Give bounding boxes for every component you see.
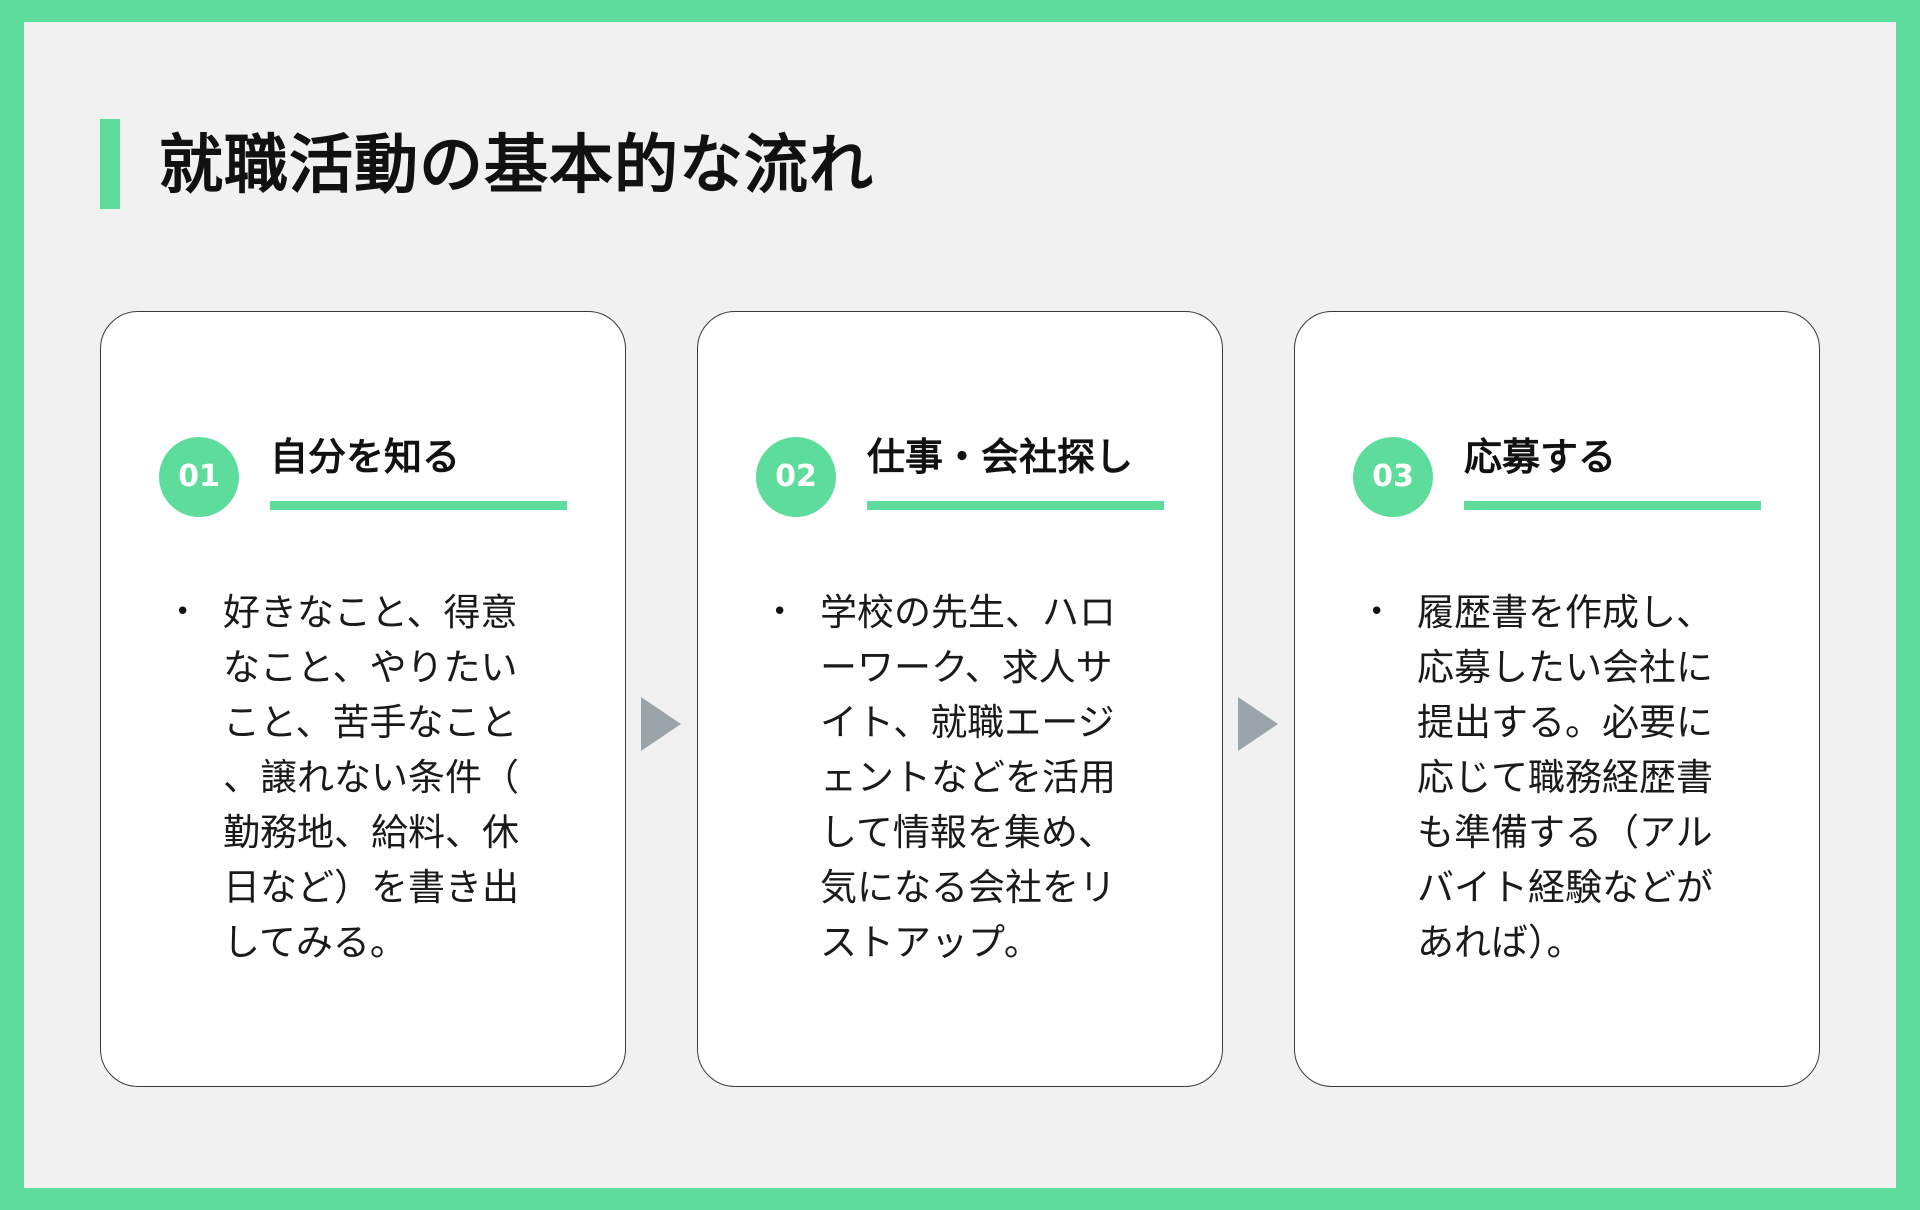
- page-title: 就職活動の基本的な流れ: [159, 129, 874, 203]
- arrow-right-icon: [641, 697, 681, 751]
- step-title: 応募する: [1464, 435, 1617, 479]
- step-card-3: 03 応募する • 履歴書を作成し、応募したい会社に提出する。必要に応じて職務経…: [1294, 311, 1820, 1087]
- step-number-badge: 01: [159, 437, 239, 517]
- step-title-underline: [270, 501, 567, 510]
- bullet-icon: •: [1369, 597, 1385, 627]
- step-title-underline: [1464, 501, 1761, 510]
- bullet-icon: •: [175, 597, 191, 627]
- bullet-icon: •: [772, 597, 788, 627]
- step-number-badge: 02: [756, 437, 836, 517]
- step-description: 学校の先生、ハローワーク、求人サイト、就職エージェントなどを活用して情報を集め、…: [820, 591, 1116, 964]
- step-title: 自分を知る: [270, 435, 461, 479]
- step-number-badge: 03: [1353, 437, 1433, 517]
- step-description: 好きなこと、得意なこと、やりたいこと、苦手なこと、譲れない条件（勤務地、給料、休…: [223, 591, 519, 964]
- title-accent-bar: [100, 119, 120, 209]
- arrow-right-icon: [1238, 697, 1278, 751]
- step-title: 仕事・会社探し: [867, 435, 1134, 479]
- step-description: 履歴書を作成し、応募したい会社に提出する。必要に応じて職務経歴書も準備する（アル…: [1417, 591, 1713, 964]
- step-title-underline: [867, 501, 1164, 510]
- step-card-2: 02 仕事・会社探し • 学校の先生、ハローワーク、求人サイト、就職エージェント…: [697, 311, 1223, 1087]
- slide: 就職活動の基本的な流れ 01 自分を知る • 好きなこと、得意なこと、やりたいこ…: [24, 22, 1896, 1188]
- step-card-1: 01 自分を知る • 好きなこと、得意なこと、やりたいこと、苦手なこと、譲れない…: [100, 311, 626, 1087]
